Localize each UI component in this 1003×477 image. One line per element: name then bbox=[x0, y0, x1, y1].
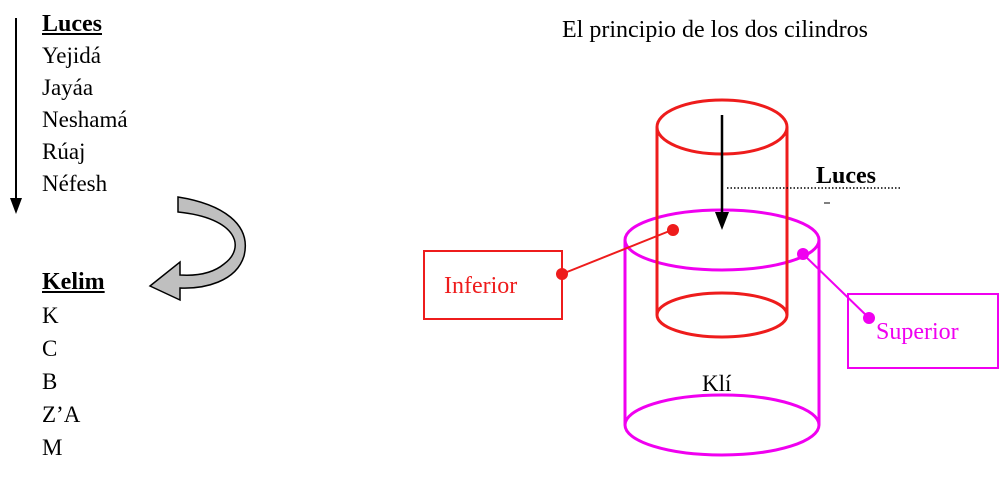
light-arrow-icon bbox=[715, 115, 729, 230]
diagram-title: El principio de los dos cilindros bbox=[562, 17, 868, 43]
light-item: Jayáa bbox=[42, 75, 94, 100]
light-item: Neshamá bbox=[42, 107, 128, 132]
vessel-item: B bbox=[42, 369, 58, 394]
superior-box bbox=[847, 293, 999, 369]
superior-dot bbox=[863, 312, 875, 324]
inferior-dot bbox=[556, 268, 568, 280]
vessel-item: Z’A bbox=[42, 402, 81, 427]
inner-cylinder bbox=[655, 98, 789, 339]
outer-cylinder bbox=[623, 208, 821, 457]
vessel-item: M bbox=[42, 435, 63, 460]
inferior-box bbox=[423, 250, 563, 320]
vessel-item: C bbox=[42, 336, 58, 361]
superior-connector bbox=[802, 253, 870, 319]
curved-arrow-icon bbox=[148, 196, 247, 302]
inferior-connector bbox=[561, 229, 673, 275]
lights-label: Luces bbox=[816, 163, 876, 189]
lights-heading: Luces bbox=[42, 11, 102, 37]
vessel-item: K bbox=[42, 303, 59, 328]
light-item: Néfesh bbox=[42, 171, 108, 196]
inferior-anchor-dot bbox=[667, 224, 679, 236]
superior-anchor-dot bbox=[797, 248, 809, 260]
light-item: Rúaj bbox=[42, 139, 86, 164]
vessel-label: Klí bbox=[702, 371, 732, 396]
inferior-label: Inferior bbox=[444, 273, 518, 299]
superior-label: Superior bbox=[876, 319, 959, 345]
light-item: Yejidá bbox=[42, 43, 102, 68]
vessels-heading: Kelim bbox=[42, 269, 105, 295]
down-arrow-icon bbox=[10, 18, 22, 214]
